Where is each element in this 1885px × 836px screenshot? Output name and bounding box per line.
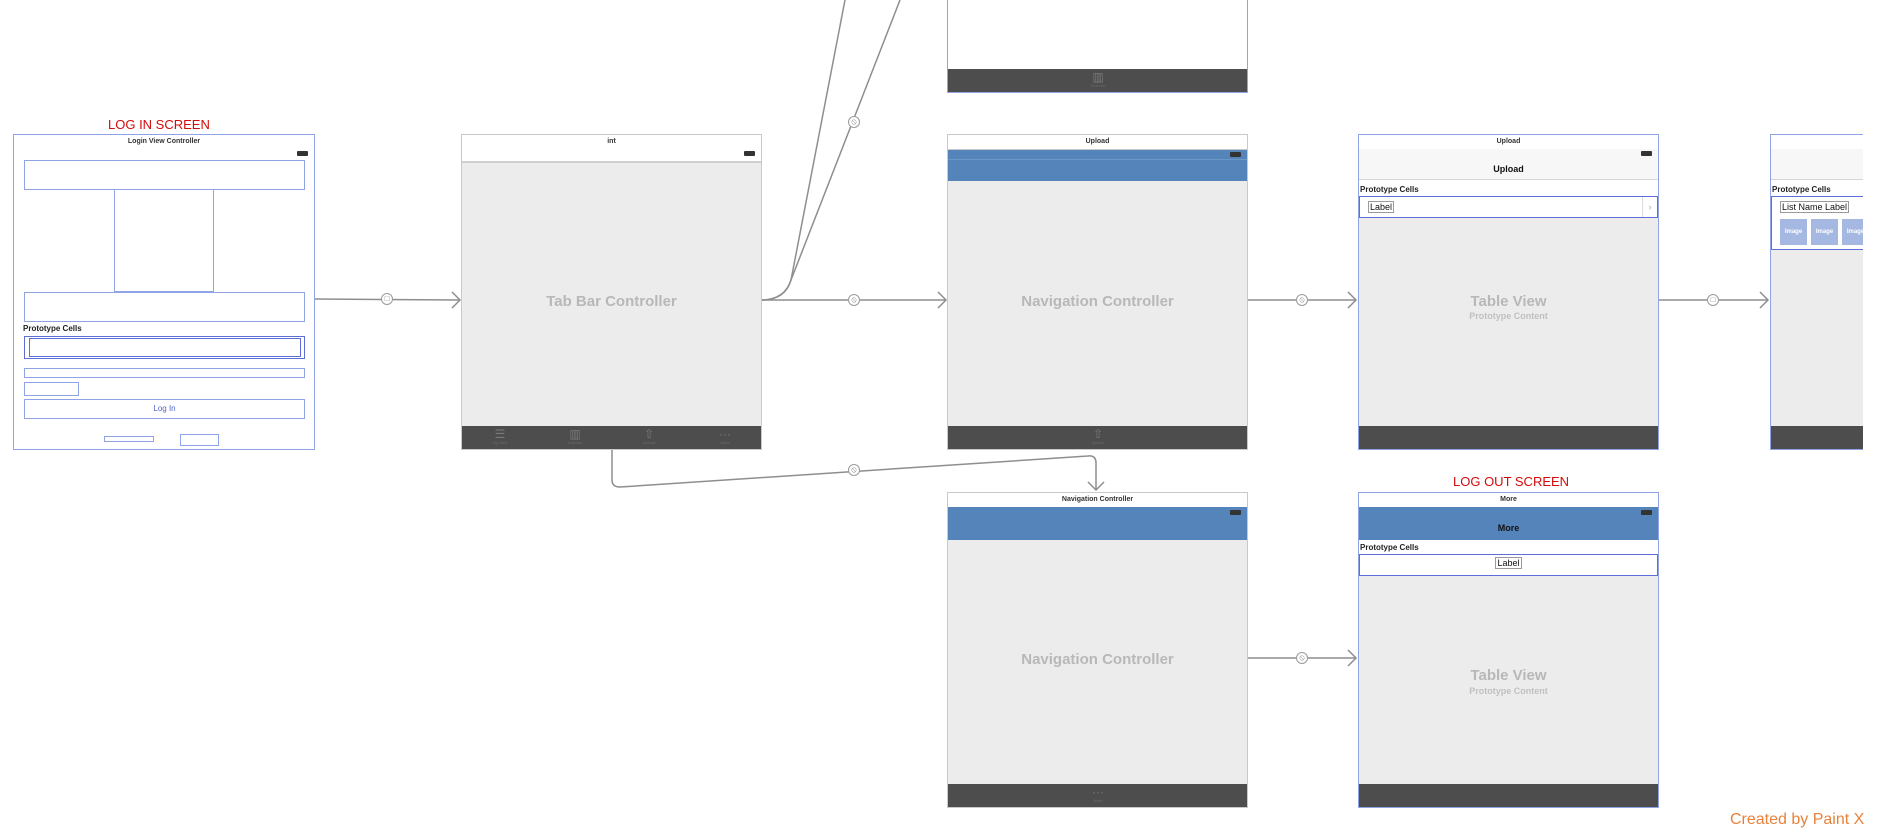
list-name-label: List Name Label [1780, 201, 1850, 213]
segue-relationship-icon[interactable]: ⦸ [848, 116, 860, 128]
header-field[interactable] [24, 160, 305, 190]
cell-label: Label [1495, 557, 1522, 569]
content-area [1359, 218, 1658, 426]
more-table-view-scene[interactable]: More More Prototype Cells Label Table Vi… [1358, 492, 1659, 808]
navigation-bar [948, 507, 1247, 540]
navigation-controller-label: Navigation Controller [1021, 651, 1174, 668]
battery-icon [744, 151, 755, 156]
logout-screen-label: LOG OUT SCREEN [1453, 474, 1570, 489]
navigation-bar [1771, 159, 1885, 180]
login-screen-label: LOG IN SCREEN [108, 117, 210, 132]
login-view-controller-scene[interactable]: Login View Controller Prototype Cells Lo… [13, 134, 315, 450]
table-cell[interactable]: Label › [1359, 196, 1658, 218]
image-button[interactable]: Image [1780, 219, 1807, 245]
content-area [462, 161, 761, 426]
tab-bar-controller-scene[interactable]: int Tab Bar Controller ☰My Stuff ▥Scanne… [461, 134, 762, 450]
navigation-bar [948, 149, 1247, 182]
scene-title: Upload [1359, 135, 1658, 150]
tab-bar [1359, 784, 1658, 807]
tab-upload[interactable]: ⇧Upload [642, 427, 656, 445]
tab-bar: ▥Scanner [948, 69, 1247, 92]
more-icon: ··· [719, 427, 731, 441]
scene-title: int [462, 135, 761, 150]
tab-bar: ···More [948, 784, 1247, 807]
nav-title: Upload [1493, 164, 1524, 174]
chevron-right-icon: › [1642, 197, 1657, 217]
segue-relationship-icon[interactable]: ⦸ [1296, 294, 1308, 306]
sign-up-link[interactable] [180, 434, 219, 446]
segue-relationship-icon[interactable]: ⦸ [848, 294, 860, 306]
battery-icon [1230, 510, 1241, 515]
prototype-cells-label: Prototype Cells [1772, 185, 1831, 194]
table-cell[interactable]: Label [1359, 554, 1658, 576]
tab-scanner[interactable]: ▥Scanner [567, 427, 583, 445]
forgot-password-link[interactable] [104, 436, 154, 442]
scene-title: More [1359, 493, 1658, 508]
navigation-controller-label: Navigation Controller [1021, 293, 1174, 310]
scene-title: Upload [948, 135, 1247, 150]
image-button[interactable]: Image [1811, 219, 1838, 245]
tab-bar: ☰My Stuff ▥Scanner ⇧Upload ···More [462, 426, 761, 449]
status-bar [1359, 149, 1658, 159]
password-field[interactable] [24, 368, 305, 378]
remember-toggle[interactable] [24, 382, 79, 396]
battery-icon [1641, 510, 1652, 515]
username-field[interactable] [24, 292, 305, 322]
tab-more[interactable]: ···More [719, 427, 731, 445]
share-icon: ⇧ [643, 427, 655, 441]
battery-icon [1230, 152, 1241, 157]
prototype-cells-label: Prototype Cells [1360, 185, 1419, 194]
upload-table-view-scene[interactable]: Upload Upload Prototype Cells Label › Ta… [1358, 134, 1659, 450]
more-navigation-controller-scene[interactable]: Navigation Controller Navigation Control… [947, 492, 1248, 808]
image-row: Image Image Image [1780, 219, 1885, 245]
upload-navigation-controller-scene[interactable]: Upload Navigation Controller ⇧Upload [947, 134, 1248, 450]
cell-content [29, 338, 301, 357]
tab-bar [1359, 426, 1658, 449]
cell-label: Label [1368, 201, 1395, 213]
segue-embed-icon[interactable]: □ [1707, 294, 1719, 306]
barcode-icon: ▥ [1092, 70, 1104, 84]
content-area [948, 181, 1247, 426]
segue-relationship-icon[interactable]: ⦸ [848, 464, 860, 476]
tab-more[interactable]: ···More [1092, 785, 1104, 803]
navigation-bar: Upload [1359, 159, 1658, 180]
scanner-scene-partial[interactable]: ▥Scanner [947, 0, 1248, 93]
more-icon: ··· [1092, 785, 1104, 799]
tab-upload[interactable]: ⇧Upload [1091, 427, 1105, 445]
tab-my-stuff[interactable]: ☰My Stuff [492, 427, 508, 445]
content-area [1359, 576, 1658, 784]
segue-embed-icon[interactable]: □ [381, 293, 393, 305]
tab-bar: ⇧Upload [948, 426, 1247, 449]
segue-relationship-icon[interactable]: ⦸ [1296, 652, 1308, 664]
prototype-content-label: Prototype Content [1469, 311, 1548, 321]
prototype-content-label: Prototype Content [1469, 686, 1548, 696]
status-bar [462, 149, 761, 159]
tab-scanner[interactable]: ▥Scanner [1090, 70, 1106, 88]
prototype-cells-label: Prototype Cells [23, 324, 82, 333]
watermark: Created by Paint X [1730, 811, 1865, 828]
share-icon: ⇧ [1092, 427, 1104, 441]
logo-image-view [114, 189, 214, 292]
battery-icon [1641, 151, 1652, 156]
content-area [948, 540, 1247, 784]
tab-bar-controller-label: Tab Bar Controller [546, 293, 677, 310]
canvas-edge-mask [1863, 0, 1885, 836]
list-icon: ☰ [494, 427, 506, 441]
nav-title: More [1497, 523, 1520, 533]
login-button[interactable]: Log In [24, 399, 305, 419]
battery-icon [297, 151, 308, 156]
prototype-cells-label: Prototype Cells [1360, 543, 1419, 552]
barcode-icon: ▥ [569, 427, 581, 441]
status-bar [1771, 149, 1885, 159]
status-bar [14, 149, 314, 159]
login-button-label: Log In [153, 404, 176, 413]
navigation-bar: More [1359, 507, 1658, 540]
tab-bar [1771, 426, 1885, 449]
scene-title: Navigation Controller [948, 493, 1247, 508]
table-view-label: Table View [1470, 293, 1547, 310]
table-view-label: Table View [1470, 667, 1547, 684]
prototype-cell[interactable] [24, 336, 305, 359]
scene-title: Login View Controller [14, 135, 314, 150]
